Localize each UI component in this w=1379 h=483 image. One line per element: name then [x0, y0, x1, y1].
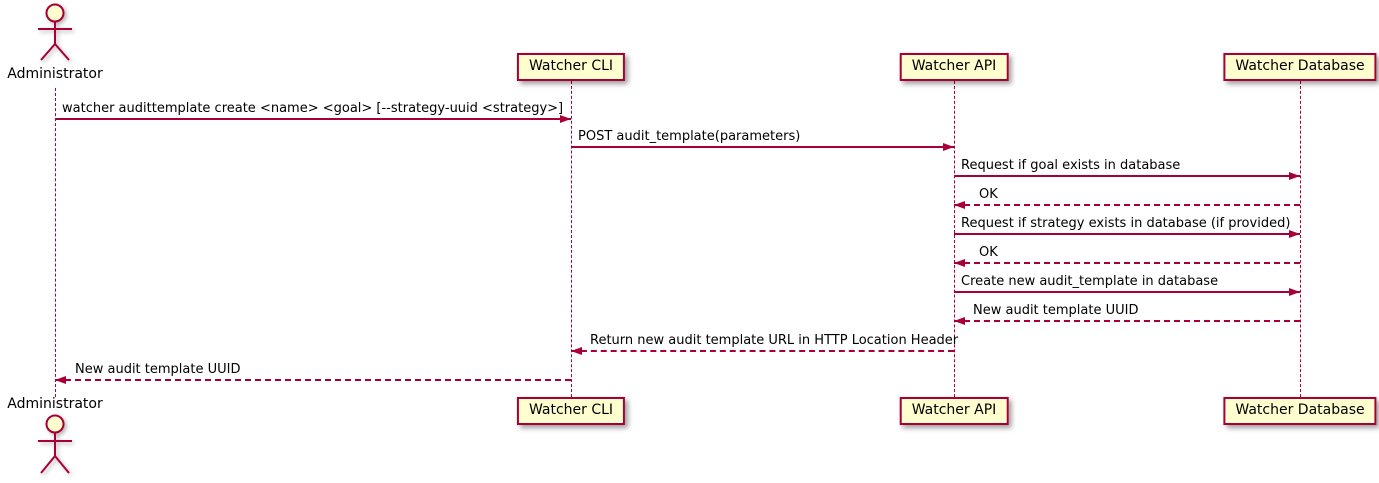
- arrowhead-left-icon: [954, 317, 965, 325]
- message-arrow: [55, 115, 571, 123]
- arrowhead-left-icon: [55, 376, 66, 384]
- arrowhead-left-icon: [954, 259, 965, 267]
- message-label: Request if strategy exists in database (…: [961, 216, 1291, 231]
- message-label: New audit template UUID: [75, 362, 241, 377]
- actor-icon: [38, 414, 72, 474]
- message-label: New audit template UUID: [973, 303, 1139, 318]
- participant-label: Watcher API: [911, 58, 997, 74]
- message-arrow: [571, 143, 954, 151]
- message-arrow: [954, 317, 1300, 325]
- message-arrow: [954, 172, 1300, 180]
- arrowhead-right-icon: [560, 115, 571, 123]
- message-arrow: [954, 259, 1300, 267]
- actor-label-top: Administrator: [7, 66, 103, 82]
- message-arrow: [954, 230, 1300, 238]
- arrowhead-left-icon: [571, 347, 582, 355]
- participant-watcher-cli-bottom: Watcher CLI: [516, 397, 626, 425]
- lifeline-watcher-database: [1300, 81, 1301, 397]
- message-label: Create new audit_template in database: [961, 274, 1219, 289]
- participant-label: Watcher API: [911, 402, 997, 418]
- participant-label: Watcher CLI: [528, 402, 614, 418]
- message-arrow: [571, 347, 954, 355]
- message-arrow: [954, 201, 1300, 209]
- message-label: Return new audit template URL in HTTP Lo…: [590, 333, 959, 348]
- lifeline-watcher-cli: [571, 81, 572, 397]
- arrowhead-right-icon: [943, 143, 954, 151]
- participant-watcher-api-bottom: Watcher API: [899, 397, 1009, 425]
- message-label: watcher audittemplate create <name> <goa…: [62, 101, 564, 116]
- message-label: Request if goal exists in database: [961, 158, 1181, 173]
- participant-label: Watcher Database: [1235, 402, 1365, 418]
- participant-label: Watcher CLI: [528, 58, 614, 74]
- participant-watcher-database-top: Watcher Database: [1223, 53, 1377, 81]
- message-arrow: [954, 288, 1300, 296]
- lifeline-administrator: [55, 88, 56, 397]
- actor-icon: [38, 3, 72, 61]
- participant-label: Watcher Database: [1235, 58, 1365, 74]
- actor-label-bottom: Administrator: [7, 396, 103, 412]
- message-label: OK: [979, 187, 998, 202]
- arrowhead-right-icon: [1289, 230, 1300, 238]
- message-arrow: [55, 376, 571, 384]
- arrowhead-left-icon: [954, 201, 965, 209]
- arrowhead-right-icon: [1289, 172, 1300, 180]
- message-label: POST audit_template(parameters): [578, 129, 801, 144]
- arrowhead-right-icon: [1289, 288, 1300, 296]
- participant-watcher-database-bottom: Watcher Database: [1223, 397, 1377, 425]
- participant-watcher-api-top: Watcher API: [899, 53, 1009, 81]
- participant-watcher-cli-top: Watcher CLI: [516, 53, 626, 81]
- lifeline-watcher-api: [954, 81, 955, 397]
- message-label: OK: [979, 245, 998, 260]
